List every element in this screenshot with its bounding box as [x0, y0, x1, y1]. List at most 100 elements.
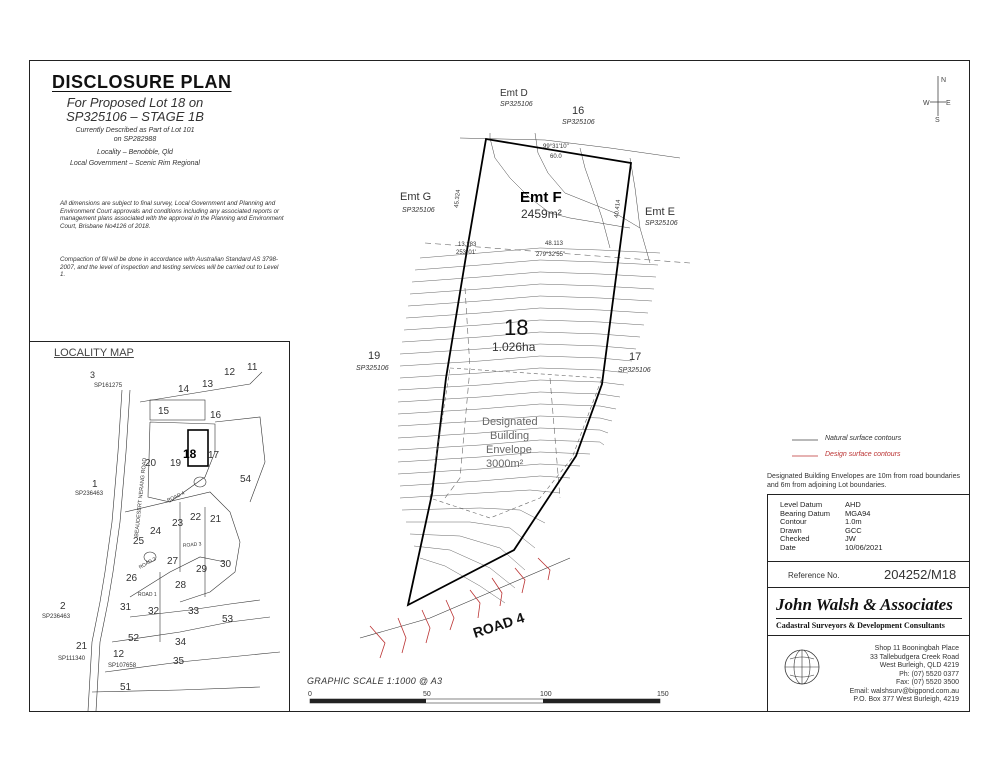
svg-text:15: 15 — [158, 406, 170, 417]
lot-18-area: 1.026ha — [492, 340, 536, 354]
svg-text:2: 2 — [60, 601, 66, 612]
email-text: Email: walshsurv@bigpond.com.au — [849, 687, 959, 695]
scale-tick-50: 50 — [423, 691, 431, 698]
note-approvals: All dimensions are subject to final surv… — [60, 200, 284, 230]
bearing-label-4: 279°32'55" — [536, 252, 565, 258]
svg-text:1: 1 — [92, 479, 98, 490]
east-label: E — [946, 100, 951, 107]
svg-text:14: 14 — [178, 384, 190, 395]
emt-f-area: 2459m² — [521, 207, 562, 221]
svg-text:51: 51 — [120, 682, 132, 693]
bearing-top: 99°31'10" — [543, 144, 569, 150]
svg-text:ROAD 3: ROAD 3 — [183, 541, 202, 549]
survey-plan-drawing: Emt D SP325106 16 SP325106 Emt G SP32510… — [356, 88, 691, 659]
svg-text:33: 33 — [188, 606, 200, 617]
svg-text:SP236463: SP236463 — [75, 491, 104, 497]
envelope-note: Designated Building Envelopes are 10m fr… — [767, 473, 961, 489]
svg-text:17: 17 — [208, 450, 220, 461]
locality-map-panel: LOCALITY MAP 3 SP161275 14 13 12 11 — [29, 341, 290, 712]
company-name: John Walsh & Associates — [776, 595, 953, 614]
scale-tick-0: 0 — [308, 691, 312, 698]
globe-logo-icon — [784, 649, 820, 685]
locality-map-drawing: 3 SP161275 14 13 12 11 15 16 20 19 18 17… — [42, 362, 281, 711]
svg-text:24: 24 — [150, 526, 162, 537]
svg-text:19: 19 — [170, 458, 182, 469]
address-line-3: West Burleigh, QLD 4219 — [879, 662, 959, 669]
locality-text: Locality – Benobble, Qld — [97, 149, 173, 156]
svg-text:25: 25 — [133, 536, 145, 547]
west-label: W — [923, 100, 930, 107]
company-contact: Shop 11 Booningbah Place 33 Tallebudgera… — [850, 645, 959, 705]
current-description: Currently Described as Part of Lot 101 o… — [45, 126, 225, 168]
svg-text:SP107658: SP107658 — [108, 663, 137, 669]
reference-number: 204252/M18 — [884, 567, 957, 582]
south-label: S — [935, 117, 940, 122]
north-arrow-icon: N W E S — [923, 76, 951, 122]
svg-text:20: 20 — [145, 458, 157, 469]
page-title: DISCLOSURE PLAN — [52, 72, 232, 92]
subtitle-line-2: SP325106 – STAGE 1B — [66, 109, 204, 124]
lot-3-label: 3 — [90, 370, 95, 380]
described-line-1: Currently Described as Part of Lot 101 — [75, 127, 195, 134]
svg-text:28: 28 — [175, 580, 187, 591]
svg-text:34: 34 — [175, 637, 187, 648]
road-4-label: ROAD 4 — [471, 609, 526, 641]
lot-19-label: 19 — [368, 350, 380, 362]
svg-text:31: 31 — [120, 602, 132, 613]
svg-text:21: 21 — [210, 514, 222, 525]
lot-19-sp: SP325106 — [356, 365, 389, 372]
legend-natural: Natural surface contours — [825, 435, 902, 442]
locality-lot-18: 18 — [183, 447, 197, 461]
envelope-line-3: Envelope — [486, 444, 532, 456]
north-label: N — [941, 77, 946, 84]
locality-map-title: LOCALITY MAP — [54, 347, 134, 359]
lot-18-boundary — [406, 137, 633, 607]
emt-g-label: Emt G — [400, 191, 431, 203]
envelope-line-1: Designated — [482, 416, 538, 428]
envelope-line-4: 3000m² — [486, 458, 524, 470]
reference-label: Reference No. — [788, 571, 840, 580]
scale-tick-100: 100 — [540, 691, 552, 698]
svg-text:SP111340: SP111340 — [58, 656, 86, 662]
svg-text:22: 22 — [190, 512, 202, 523]
design-contours — [369, 557, 551, 659]
fax-text: Fax: (07) 5520 3500 — [895, 679, 959, 686]
bearing-label-2: 253°01' — [456, 250, 476, 256]
svg-text:29: 29 — [196, 564, 208, 575]
svg-text:52: 52 — [128, 633, 140, 644]
envelope-line-2: Building — [490, 430, 529, 442]
lot-18-label: 18 — [504, 315, 528, 340]
natural-contour-legend-icon — [792, 439, 818, 457]
svg-text:27: 27 — [167, 556, 179, 567]
svg-text:SP236463: SP236463 — [42, 614, 71, 620]
sp161275-label: SP161275 — [94, 383, 123, 389]
lot-17-sp: SP325106 — [618, 367, 651, 374]
svg-text:26: 26 — [126, 573, 138, 584]
scale-tick-150: 150 — [657, 691, 669, 698]
svg-text:35: 35 — [173, 656, 185, 667]
distance-top: 60.0 — [550, 154, 562, 160]
legend-design: Design surface contours — [825, 451, 901, 458]
bearing-label-3: 48.113 — [545, 241, 564, 247]
svg-text:53: 53 — [222, 614, 234, 625]
phone-text: Ph: (07) 5520 0377 — [899, 670, 959, 678]
emt-d-label: Emt D — [500, 88, 528, 99]
lot-16-sp: SP325106 — [562, 119, 595, 126]
lot-16-label: 16 — [572, 105, 584, 117]
svg-text:ROAD 1: ROAD 1 — [138, 592, 157, 598]
graphic-scale-bar: 0 50 100 150 — [308, 691, 669, 704]
beaudesert-nerang-road-label: BEAUDESERT NERANG ROAD — [134, 457, 148, 537]
address-line-2: 33 Tallebudgera Creek Road — [870, 653, 959, 661]
svg-text:30: 30 — [220, 559, 232, 570]
address-line-1: Shop 11 Booningbah Place — [874, 645, 959, 652]
distance-left: 45.324 — [454, 189, 462, 209]
svg-text:ROAD 4: ROAD 4 — [166, 490, 186, 503]
described-line-2: on SP282988 — [113, 136, 157, 143]
emt-e-label: Emt E — [645, 206, 675, 218]
graphic-scale-label: GRAPHIC SCALE 1:1000 @ A3 — [307, 676, 443, 686]
